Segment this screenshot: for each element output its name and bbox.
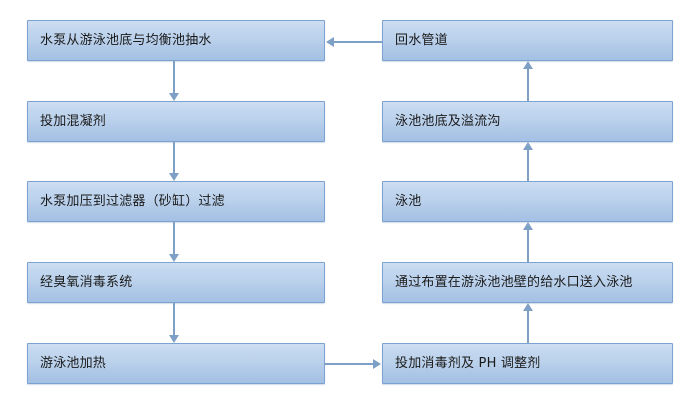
node-label: 投加混凝剂 — [40, 114, 107, 129]
arrow-down-icon — [169, 173, 179, 181]
connector-line — [325, 363, 374, 365]
connector-line — [173, 61, 175, 94]
node-coagulant[interactable]: 投加混凝剂 — [27, 101, 325, 142]
arrow-down-icon — [169, 254, 179, 262]
node-label: 通过布置在游泳池池壁的给水口送入泳池 — [395, 275, 633, 290]
node-return-pipe[interactable]: 回水管道 — [382, 20, 673, 61]
arrow-up-icon — [523, 222, 533, 230]
connector-line — [527, 150, 529, 181]
node-sand-filter[interactable]: 水泵加压到过滤器（砂缸）过滤 — [27, 181, 325, 222]
arrow-down-icon — [169, 335, 179, 343]
connector-line — [173, 303, 175, 336]
node-pool-heating[interactable]: 游泳池加热 — [27, 343, 325, 384]
arrow-up-icon — [523, 142, 533, 150]
arrow-down-icon — [169, 93, 179, 101]
arrow-left-icon — [326, 37, 334, 47]
connector-line — [527, 69, 529, 101]
connector-line — [173, 222, 175, 255]
node-label: 回水管道 — [395, 33, 448, 48]
node-disinfectant-ph[interactable]: 投加消毒剂及 PH 调整剂 — [382, 343, 673, 384]
node-pump-intake[interactable]: 水泵从游泳池底与均衡池抽水 — [27, 20, 325, 61]
node-ozone[interactable]: 经臭氧消毒系统 — [27, 262, 325, 303]
arrow-up-icon — [523, 303, 533, 311]
node-label: 游泳池加热 — [40, 356, 107, 371]
node-wall-inlet[interactable]: 通过布置在游泳池池壁的给水口送入泳池 — [382, 262, 673, 303]
node-label: 经臭氧消毒系统 — [40, 275, 133, 290]
node-label: 泳池 — [395, 194, 422, 209]
arrow-up-icon — [523, 61, 533, 69]
connector-line — [334, 41, 382, 43]
node-label: 水泵从游泳池底与均衡池抽水 — [40, 33, 212, 48]
connector-line — [527, 311, 529, 343]
node-label: 水泵加压到过滤器（砂缸）过滤 — [40, 194, 225, 209]
node-label: 泳池池底及溢流沟 — [395, 114, 501, 129]
node-pool-bottom-overflow[interactable]: 泳池池底及溢流沟 — [382, 101, 673, 142]
arrow-right-icon — [373, 359, 381, 369]
connector-line — [527, 230, 529, 262]
node-pool[interactable]: 泳池 — [382, 181, 673, 222]
connector-line — [173, 142, 175, 174]
node-label: 投加消毒剂及 PH 调整剂 — [395, 356, 541, 371]
